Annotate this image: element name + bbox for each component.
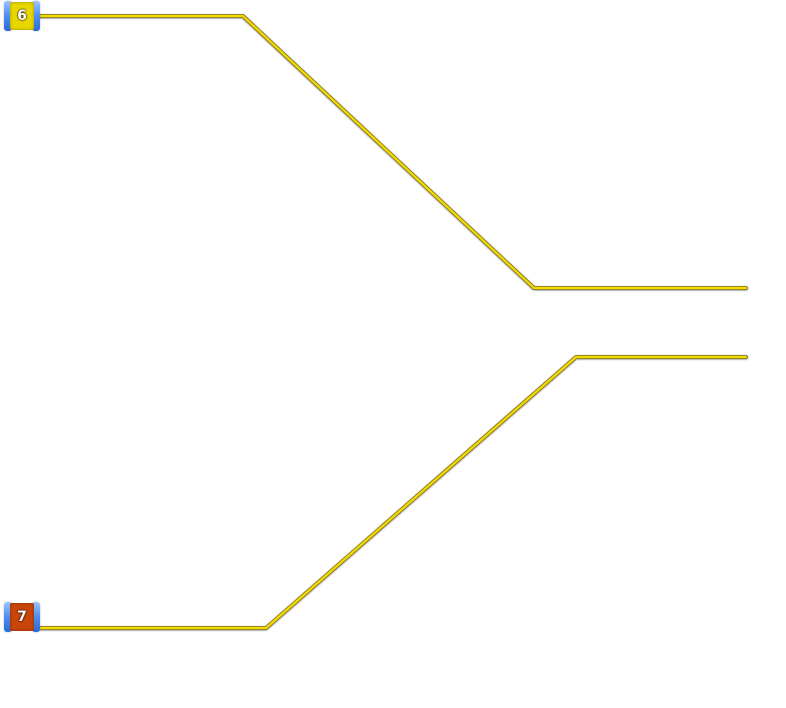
connector-highlight-node-6	[36, 14, 748, 290]
connector-cap-right	[32, 1, 40, 31]
node-6[interactable]: 6	[4, 1, 40, 31]
connector-from-node-6[interactable]	[36, 14, 748, 290]
connector-cap-left	[4, 602, 12, 632]
node-label: 7	[10, 603, 34, 631]
connector-cap-right	[32, 602, 40, 632]
connector-from-node-7[interactable]	[36, 355, 748, 630]
node-label: 6	[10, 2, 34, 30]
node-7[interactable]: 7	[4, 602, 40, 632]
connector-highlight-node-7	[36, 355, 748, 630]
connector-cap-left	[4, 1, 12, 31]
